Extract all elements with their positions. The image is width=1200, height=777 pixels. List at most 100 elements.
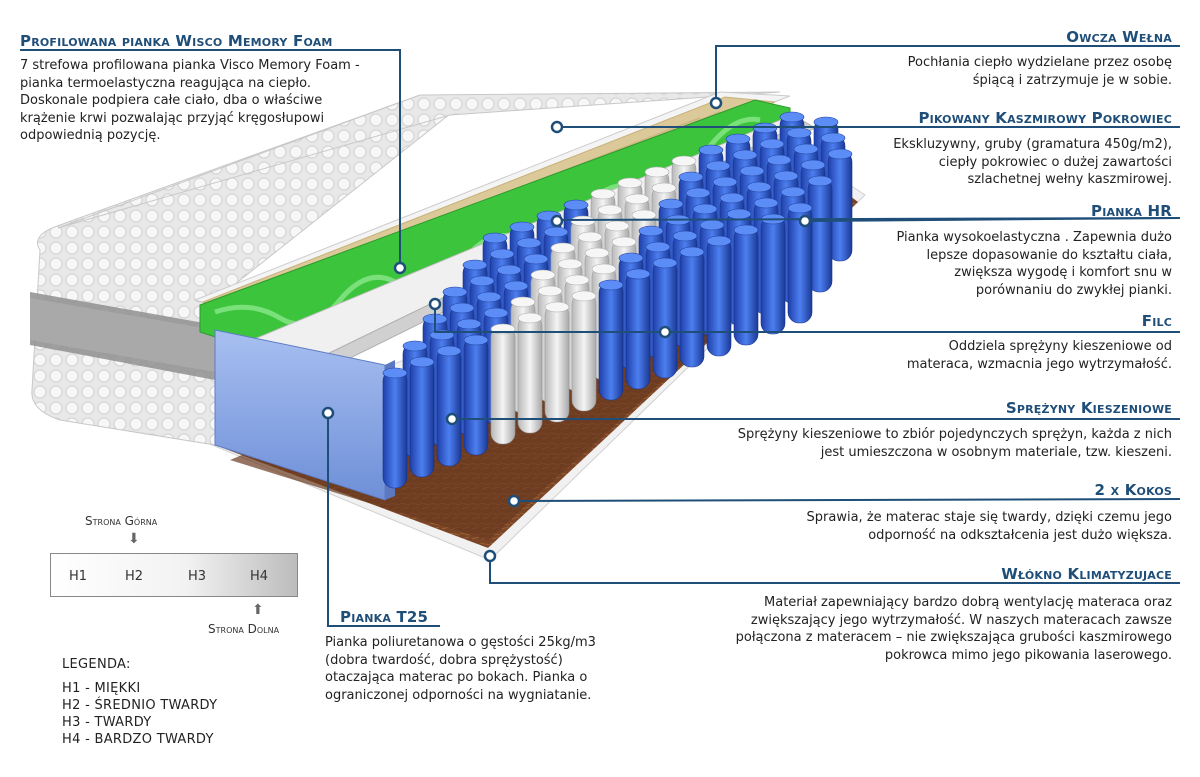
desc-line: Materiał zapewniający bardzo dobrą wenty… (764, 595, 1172, 610)
spring-pocket-top (611, 236, 637, 248)
spring-pocket-top (604, 220, 630, 232)
spring-pocket-top (509, 221, 535, 233)
spring-pocket (544, 303, 570, 423)
desc-line: pokrowca mimo jego pikowania laserowego. (884, 647, 1172, 663)
quilted-cover (30, 91, 781, 446)
spring-pocket (652, 259, 678, 379)
label-filc-desc: Oddziela sprężyny kieszeniowe od materac… (907, 338, 1172, 373)
desc-line: Sprawia, że materac staje się twardy, dz… (806, 510, 1172, 525)
desc-line: ograniczonej odporności na wygniatanie. (325, 687, 592, 703)
spring-pocket-top (442, 286, 468, 298)
spring-pocket-top (644, 166, 670, 178)
desc-line: Sprężyny kieszeniowe to zbiór pojedynczy… (737, 427, 1172, 442)
arrow-down-icon: ⬇ (128, 531, 140, 547)
desc-line: otaczająca materac po bokach. Pianka o (325, 670, 588, 685)
desc-line: Pianka wysokoelastyczna . Zapewnia dużo (896, 230, 1172, 245)
spring-pocket-top (590, 188, 616, 200)
spring-pocket-top (456, 318, 482, 330)
desc-line: pianka termoelastyczna reagująca na ciep… (20, 75, 311, 91)
spring-pocket (409, 358, 435, 478)
label-sprezyny-title: Sprężyny Kieszeniowe (1005, 399, 1172, 417)
spring-pocket-top (780, 186, 806, 198)
spring-pocket-top (706, 235, 732, 247)
dot-filc-1 (428, 297, 442, 311)
label-kokos-title: 2 x Kokos (1094, 481, 1172, 499)
desc-line: Pianka poliuretanowa o gęstości 25kg/m3 (325, 635, 596, 650)
scale-h1: H1 (69, 569, 88, 584)
desc-line: Oddziela sprężyny kieszeniowe od (948, 339, 1172, 354)
label-filc-title: Filc (1141, 312, 1172, 330)
spring-pocket-top (557, 258, 583, 270)
label-sprezyny-desc: Sprężyny kieszeniowe to zbiór pojedynczy… (738, 426, 1172, 461)
spring-pocket-top (523, 253, 549, 265)
spring-pocket-top (638, 225, 664, 237)
spring-pocket-top (409, 356, 435, 368)
dot-sprezyny (445, 412, 459, 426)
spring-pocket (598, 281, 624, 401)
spring-pocket-top (563, 199, 589, 211)
pocket-springs (382, 111, 853, 489)
scale-h3: H3 (188, 569, 207, 584)
spring-pocket-top (820, 132, 846, 144)
spring-pocket-top (571, 290, 597, 302)
spring-pocket-top (469, 275, 495, 287)
spring-pocket-top (746, 181, 772, 193)
spring-pocket-top (719, 192, 745, 204)
spring-pocket-top (813, 116, 839, 128)
spring-pocket (463, 336, 489, 456)
spring-pocket-top (510, 296, 536, 308)
scale-h4: H4 (250, 569, 269, 584)
desc-line: śpiącą i zatrzymuje je w sobie. (972, 72, 1172, 88)
desc-line: Doskonale podpiera całe ciało, dba o wła… (20, 93, 323, 108)
spring-pocket-top (631, 209, 657, 221)
spring-pocket-top (462, 259, 488, 271)
label-kaszmir-title: Pikowany Kaszmirowy Pokrowiec (918, 109, 1172, 127)
spring-pocket-top (651, 182, 677, 194)
spring-pocket-top (679, 246, 705, 258)
spring-pocket-top (382, 367, 408, 379)
spring-pocket-top (672, 230, 698, 242)
dot-wlokno (483, 549, 497, 563)
spring-pocket-top (705, 160, 731, 172)
spring-pocket-top (773, 170, 799, 182)
dot-kaszmir (550, 120, 564, 134)
spring-pocket-top (692, 203, 718, 215)
desc-line: (dobra twardość, dobra sprężystość) (325, 652, 563, 668)
spring-pocket-top (584, 247, 610, 259)
dot-owcza (709, 96, 723, 110)
spring-pocket (625, 270, 651, 390)
label-wlokno-desc: Materiał zapewniający bardzo dobrą wenty… (736, 594, 1172, 664)
spring-pocket (760, 215, 786, 335)
spring-pocket-top (624, 193, 650, 205)
spring-pocket-top (786, 127, 812, 139)
desc-line: 7 strefowa profilowana pianka Visco Memo… (20, 58, 360, 73)
hardness-scale-bar: H1 H2 H3 H4 (50, 553, 298, 597)
spring-pocket (436, 347, 462, 467)
spring-pocket-top (759, 138, 785, 150)
desc-line: Ekskluzywny, gruby (gramatura 450g/m2), (893, 137, 1172, 152)
label-kokos-desc: Sprawia, że materac staje się twardy, dz… (807, 509, 1172, 544)
spring-pocket-top (449, 302, 475, 314)
label-memory-desc: 7 strefowa profilowana pianka Visco Memo… (20, 57, 392, 145)
spring-pocket-top (733, 224, 759, 236)
spring-pocket-top (739, 165, 765, 177)
spring-pocket-top (517, 312, 543, 324)
spring-pocket-top (800, 159, 826, 171)
spring-pocket-top (645, 241, 671, 253)
label-t25-title: Pianka T25 (340, 608, 429, 626)
spring-pocket-top (678, 171, 704, 183)
arrow-up-icon: ⬆ (252, 602, 264, 618)
spring-pocket-top (698, 144, 724, 156)
spring-pocket-top (658, 198, 684, 210)
desc-line: zwiększający jego wytrzymałość. W naszyc… (750, 612, 1172, 628)
desc-line: Pochłania ciepło wydzielane przez osobę (907, 55, 1172, 70)
dot-t25 (321, 406, 335, 420)
dot-hr (550, 214, 564, 228)
label-owcza-desc: Pochłania ciepło wydzielane przez osobę … (908, 54, 1172, 89)
label-wlokno-title: Włókno Klimatyzujace (1001, 565, 1172, 583)
spring-pocket-top (685, 187, 711, 199)
desc-line: materaca, wzmacnia jego wytrzymałość. (906, 356, 1172, 372)
label-hr-title: Pianka HR (1091, 202, 1172, 220)
legend-item-h3: H3 - TWARDY (62, 715, 152, 730)
